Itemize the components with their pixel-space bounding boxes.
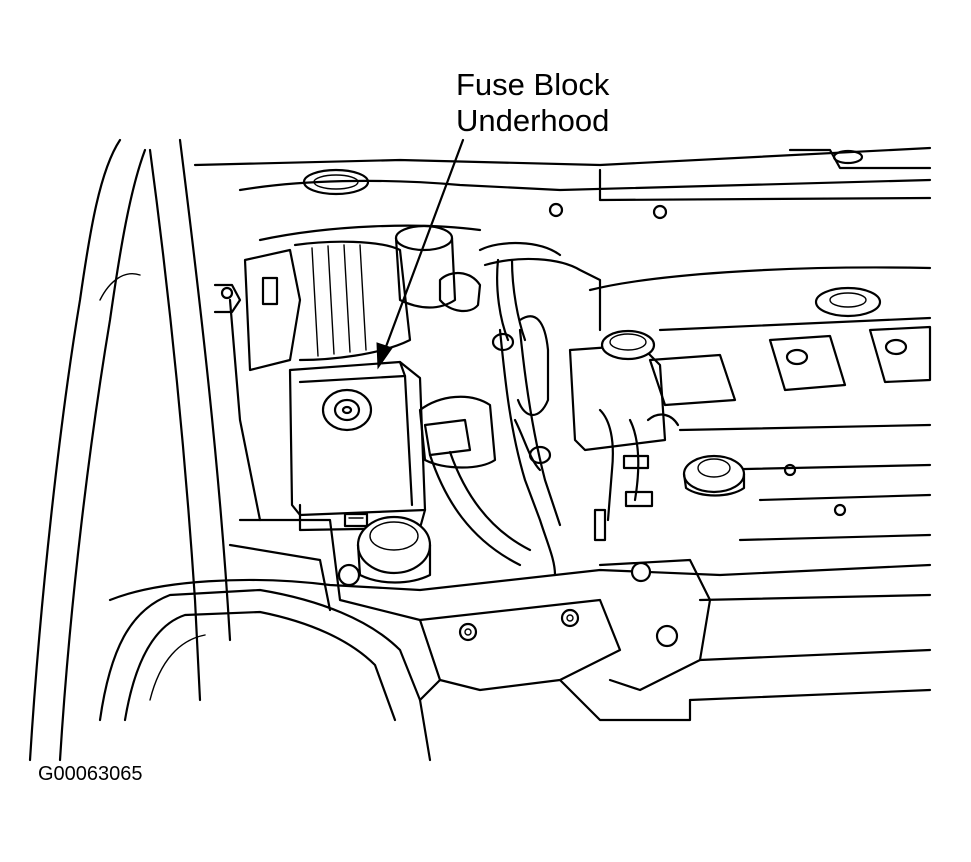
left-fender	[28, 138, 232, 762]
hoses	[418, 315, 562, 577]
cowl-panel	[193, 146, 932, 242]
fuse-block-callout-line-1: Fuse Block	[456, 67, 610, 102]
figure-id-label: G00063065	[38, 763, 143, 785]
callout-arrow	[376, 138, 465, 370]
fuse-block-callout-line-2: Underhood	[456, 103, 610, 138]
fuse-block	[288, 360, 427, 532]
brake-fluid-reservoir	[356, 329, 667, 584]
coolant-reservoir	[394, 224, 602, 342]
oil-filler-cap	[682, 454, 746, 497]
radiator-support	[108, 518, 932, 722]
left-headlamp	[98, 283, 432, 762]
wiring-harness	[593, 408, 680, 542]
valve-cover	[588, 266, 932, 542]
